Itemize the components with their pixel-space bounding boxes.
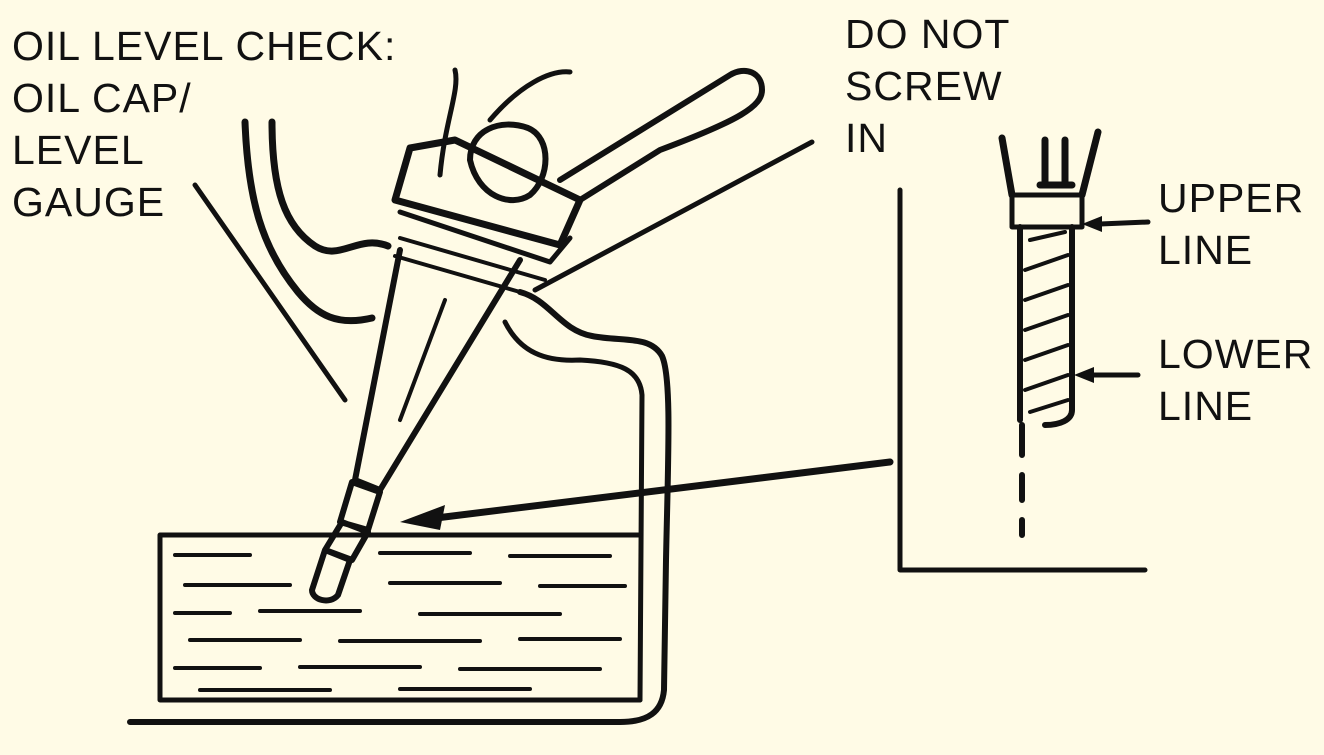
tool-handle xyxy=(557,68,765,203)
leader-gauge xyxy=(192,182,348,403)
do-not-screw-label-line: SCREW xyxy=(845,63,1003,109)
oil-gauge-label-line: GAUGE xyxy=(12,179,166,225)
engine-block-outline xyxy=(241,118,392,325)
dipstick-end xyxy=(309,479,383,604)
oil-dashes xyxy=(173,551,627,692)
upper-line-label: UPPER LINE xyxy=(1158,172,1304,276)
do-not-screw-label-line: DO NOT xyxy=(845,11,1011,57)
leader-do-not-screw xyxy=(532,139,815,293)
inset-cap xyxy=(1009,192,1085,230)
oil-gauge-label: OIL LEVEL CHECK: OIL CAP/ LEVEL GAUGE xyxy=(12,20,396,228)
oil-cap xyxy=(391,136,584,249)
upper-line-label-line: LINE xyxy=(1158,227,1254,273)
engine-block-outline-right xyxy=(127,289,672,725)
oil-gauge-label-line: OIL CAP/ xyxy=(12,75,192,121)
do-not-screw-label-line: IN xyxy=(845,115,888,161)
do-not-screw-label: DO NOT SCREW IN xyxy=(845,8,1010,164)
inset-dipstick-top xyxy=(998,128,1102,199)
oil-gauge-label-line: LEVEL xyxy=(12,127,145,173)
upper-line-label-line: UPPER xyxy=(1158,175,1305,221)
oil-sump xyxy=(157,532,643,703)
inset-stick-hatch xyxy=(1023,230,1070,414)
upper-line-pointer xyxy=(1097,219,1151,227)
oil-gauge-label-line: OIL LEVEL CHECK: xyxy=(12,23,397,69)
inset-stick xyxy=(1017,224,1075,428)
lower-line-label-line: LOWER xyxy=(1158,331,1314,377)
hand-fingers xyxy=(467,121,549,203)
arrow-to-oil xyxy=(416,458,894,524)
engine-block-inner xyxy=(502,319,645,703)
lower-line-label-line: LINE xyxy=(1158,383,1254,429)
dipstick-rod xyxy=(398,298,447,422)
inset-bracket xyxy=(897,187,1148,573)
lower-line-label: LOWER LINE xyxy=(1158,328,1313,432)
